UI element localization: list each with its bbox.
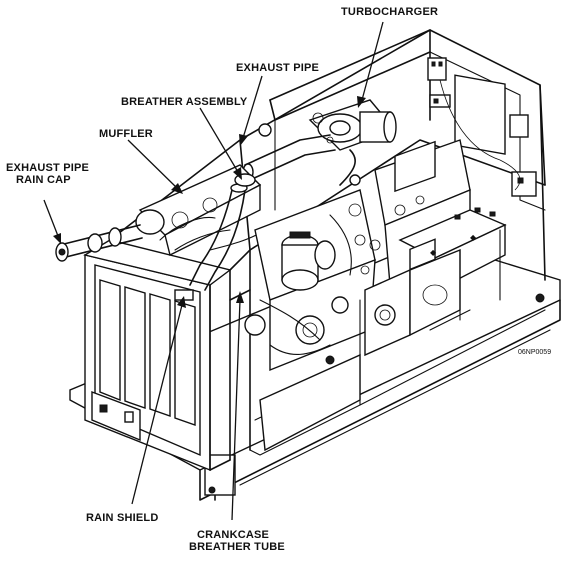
breather-assembly-unit <box>189 173 266 291</box>
figure-code: 06NP0059 <box>518 349 552 356</box>
label-turbocharger: TURBOCHARGER <box>341 6 439 18</box>
label-breather-assembly: BREATHER ASSEMBLY <box>121 96 248 108</box>
svg-text:◆: ◆ <box>470 233 477 242</box>
leader-lines <box>43 21 384 521</box>
generator-section: ◆ ◆ <box>360 139 507 357</box>
label-crankcase-breather-tube: CRANKCASE BREATHER TUBE <box>189 529 285 553</box>
left-end-frame <box>83 239 232 472</box>
side-rails <box>229 289 546 456</box>
turbocharger-unit <box>308 99 397 151</box>
exhaust-pipe-assembly <box>242 123 361 186</box>
engine-block <box>244 189 376 372</box>
control-compartment <box>427 57 537 197</box>
exhaust-rain-cap-assembly <box>55 224 143 262</box>
label-crankcase-breather-tube-line1: CRANKCASE <box>197 529 270 541</box>
label-exhaust-pipe-rain-cap-line1: EXHAUST PIPE <box>6 162 90 174</box>
label-exhaust-pipe: EXHAUST PIPE <box>236 62 320 74</box>
label-muffler: MUFFLER <box>99 128 153 140</box>
label-exhaust-pipe-rain-cap-line2: RAIN CAP <box>16 174 71 186</box>
svg-text:◆: ◆ <box>430 248 437 257</box>
label-rain-shield: RAIN SHIELD <box>86 512 159 524</box>
label-crankcase-breather-tube-line2: BREATHER TUBE <box>189 541 285 553</box>
label-exhaust-pipe-rain-cap: EXHAUST PIPE RAIN CAP <box>6 162 89 186</box>
muffler-unit <box>135 164 262 257</box>
